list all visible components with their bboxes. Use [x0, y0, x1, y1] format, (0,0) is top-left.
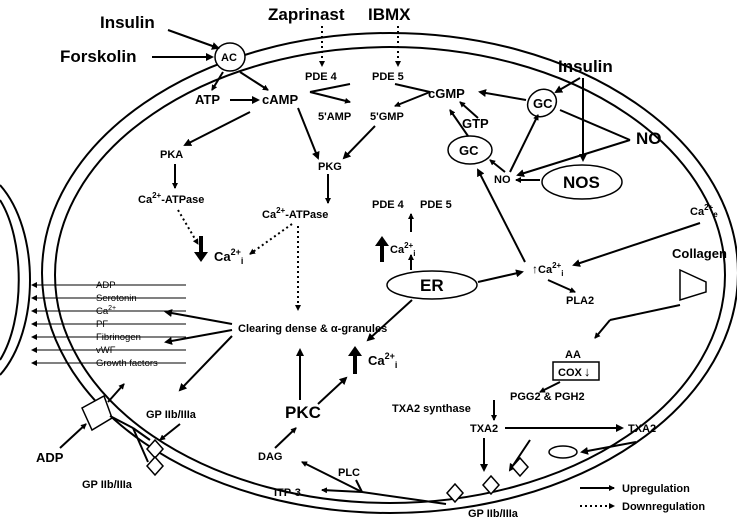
pde4-mid-label: PDE 4	[372, 199, 405, 211]
pkc-label: PKC	[285, 403, 321, 422]
pde5-top-label: PDE 5	[372, 71, 404, 83]
insulin-right-label: Insulin	[558, 57, 613, 76]
txa2-inner-label: TXA2	[470, 423, 498, 435]
cgmp-label: cGMP	[428, 86, 465, 101]
ca-atpase-left-label: Ca2+-ATPase	[138, 191, 204, 206]
down-arrow-icon	[194, 236, 208, 262]
gc-membrane-node	[526, 88, 558, 118]
txa2-synthase-label: TXA2 synthase	[392, 403, 471, 415]
nos-label: NOS	[563, 173, 600, 192]
pla2-label: PLA2	[566, 295, 594, 307]
camp-label: cAMP	[262, 92, 298, 107]
dag-label: DAG	[258, 451, 282, 463]
adjacent-cell-arc	[0, 184, 31, 376]
no-inner-label: NO	[494, 174, 511, 186]
ac-label: AC	[221, 52, 237, 64]
ac-node	[214, 42, 246, 72]
cai-left-label: Ca2+i	[214, 247, 243, 266]
gp-bottom-label: GP IIb/IIIa	[468, 508, 519, 520]
up-arrow-icon	[348, 346, 362, 374]
atp-label: ATP	[195, 92, 220, 107]
gc-inner-label: GC	[459, 143, 479, 158]
adjacent-cell-arc	[0, 199, 20, 361]
er-node	[386, 270, 478, 300]
pka-label: PKA	[160, 149, 183, 161]
gp-left-bottom-label: GP IIb/IIIa	[82, 479, 133, 491]
pgg2-label: PGG2 & PGH2	[510, 391, 585, 403]
five-gmp-label: 5'GMP	[370, 111, 404, 123]
gp-receptor	[510, 456, 530, 478]
cai-mid-label: Ca2+i	[390, 241, 415, 258]
ibmx-label: IBMX	[368, 5, 411, 24]
forskolin-label: Forskolin	[60, 47, 137, 66]
txa2-receptor	[548, 445, 578, 459]
pde5-mid-label: PDE 5	[420, 199, 452, 211]
ca-atpase-mid-label: Ca2+-ATPase	[262, 206, 328, 221]
cai-right-label: ↑Ca2+i	[532, 261, 563, 278]
five-amp-label: 5'AMP	[318, 111, 351, 123]
cell-membrane-inner	[54, 46, 726, 504]
cell-membrane-outer	[41, 32, 737, 514]
er-label: ER	[420, 276, 444, 295]
nos-node	[541, 164, 623, 200]
cai-low-label: Ca2+i	[368, 351, 397, 370]
txa2-outside-label: TXA2	[628, 423, 656, 435]
gp-receptor	[481, 474, 501, 496]
collagen-receptor	[679, 268, 707, 302]
pkg-label: PKG	[318, 161, 342, 173]
gc-membrane-label: GC	[533, 96, 553, 111]
legend-upregulation: Upregulation	[622, 483, 690, 495]
collagen-label: Collagen	[672, 246, 727, 261]
up-arrow-icon	[375, 236, 389, 262]
pde4-top-label: PDE 4	[305, 71, 338, 83]
zaprinast-label: Zaprinast	[268, 5, 345, 24]
legend-downregulation: Downregulation	[622, 501, 705, 513]
gp-left-label: GP IIb/IIIa	[146, 409, 197, 421]
aa-label: AA	[565, 349, 581, 361]
gtp-label: GTP	[462, 116, 489, 131]
legend: Upregulation Downregulation	[580, 483, 705, 513]
cox-label: COX↓	[558, 364, 590, 379]
gp-left-receptor	[145, 455, 165, 477]
insulin-label: Insulin	[100, 13, 155, 32]
cox-box	[552, 361, 600, 381]
clearing-label: Clearing dense & α-granules	[238, 323, 387, 335]
gc-inner-node	[447, 135, 493, 165]
no-outside-label: NO	[636, 129, 662, 148]
itp3-label: ITP-3	[274, 487, 301, 499]
adp-outside-label: ADP	[36, 450, 64, 465]
gp-receptor	[445, 482, 465, 504]
release-arrows	[31, 282, 186, 366]
gp-left-receptor	[145, 438, 165, 460]
plc-label: PLC	[338, 467, 360, 479]
ca2e-label: Ca2+e	[690, 203, 718, 219]
